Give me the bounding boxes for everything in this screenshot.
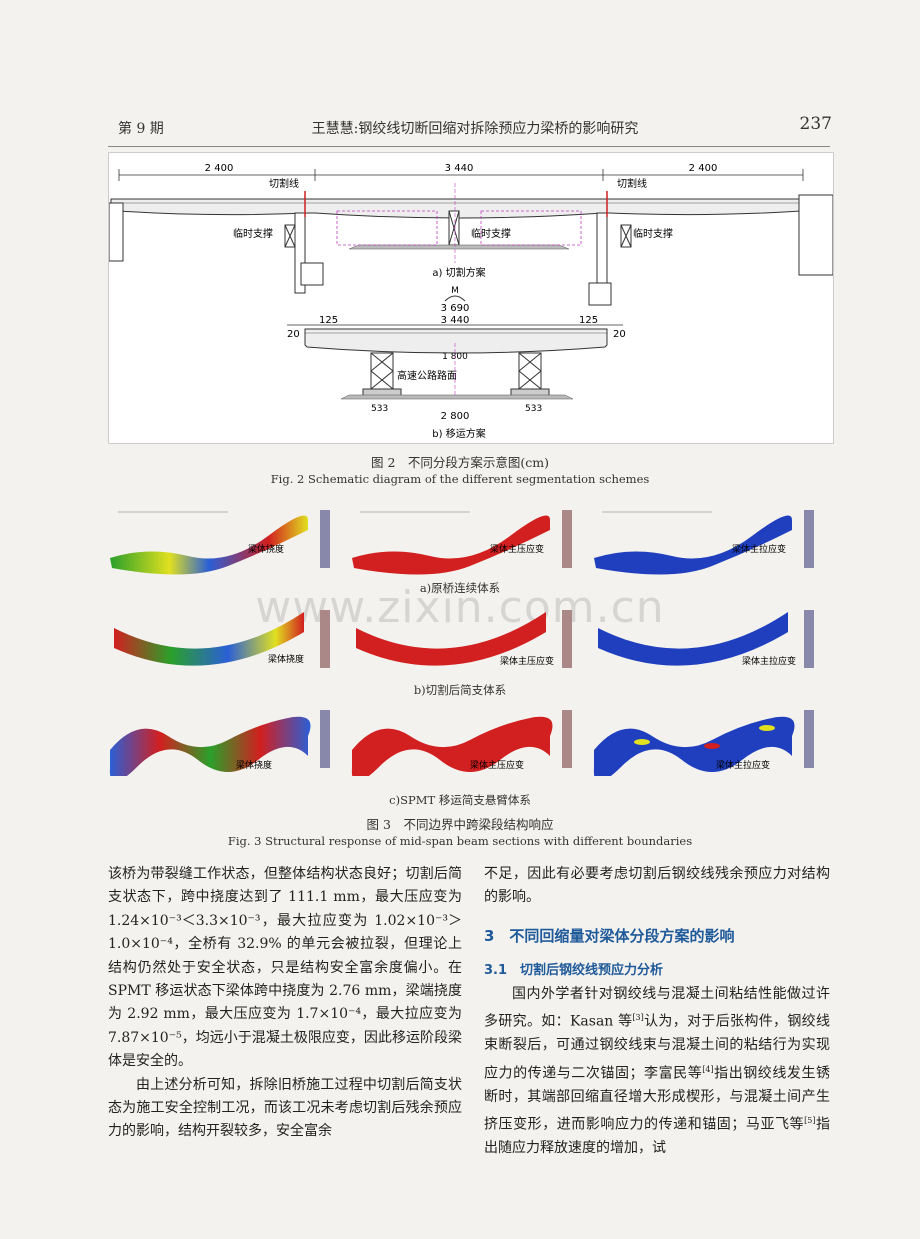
right-column: 不足，因此有必要考虑切割后钢绞线残余预应力对结构的影响。 (484, 863, 830, 910)
ref-5[interactable]: [5] (804, 1116, 816, 1126)
dim-b-125l: 125 (319, 315, 338, 326)
fem-c-tension: 梁体主拉应变 (593, 710, 814, 776)
dim-3690: 3 690 (441, 303, 470, 314)
fig2-caption-en: Fig. 2 Schematic diagram of the differen… (270, 472, 650, 486)
dim-b-125r: 125 (579, 315, 598, 326)
fem-c-deflection: 梁体挠度 (109, 710, 330, 776)
dim-2800: 2 800 (441, 411, 470, 422)
label-deflection-a: 梁体挠度 (248, 543, 284, 555)
section-3-1-heading: 3.1 切割后钢绞线预应力分析 (484, 963, 664, 978)
fig3-row-b: 梁体挠度 梁体主压应变 梁体主拉应变 (108, 606, 832, 676)
ref-3[interactable]: [3] (632, 1013, 644, 1023)
sub-caption-b: b) 移运方案 (432, 427, 485, 440)
moment-label: M (451, 286, 459, 296)
running-header: 第 9 期 王慧慧:钢绞线切断回缩对拆除预应力梁桥的影响研究 237 (118, 114, 832, 138)
fig3-row-c: 梁体挠度 梁体主压应变 梁体主拉应变 (108, 706, 832, 776)
figure-2: 2 400 3 440 2 400 切割线 切割线 临时支撑 临时支撑 临时支撑 (108, 152, 834, 444)
fem-a-tension: 梁体主拉应变 (594, 510, 814, 575)
label-compression-c: 梁体主压应变 (470, 759, 524, 771)
fig3-caption-en: Fig. 3 Structural response of mid-span b… (227, 834, 693, 848)
label-tension-a: 梁体主拉应变 (732, 543, 786, 555)
fig3-caption-cn: 图 3 不同边界中跨梁段结构响应 (366, 817, 554, 832)
dim-mid: 3 440 (445, 163, 474, 174)
issue-number: 第 9 期 (118, 121, 164, 137)
label-tension-c: 梁体主拉应变 (716, 759, 770, 771)
right-para-1: 不足，因此有必要考虑切割后钢绞线残余预应力对结构的影响。 (484, 866, 830, 906)
fig3-sub-a: a)原桥连续体系 (419, 581, 501, 595)
left-column: 该桥为带裂缝工作状态，但整体结构状态良好；切割后简支状态下，跨中挠度达到了 11… (108, 863, 462, 1144)
label-compression-b: 梁体主压应变 (500, 655, 554, 667)
ref-4[interactable]: [4] (702, 1064, 714, 1074)
right-para-2-d: 指出随应力释放速度的增加，试 (484, 1117, 831, 1157)
label-deflection-b: 梁体挠度 (268, 653, 304, 665)
cut-label-left: 切割线 (269, 177, 299, 190)
section-3-heading: 3 不同回缩量对梁体分段方案的影响 (484, 927, 735, 945)
right-para-2-b: 认为，对于后张构件，钢绞线束断裂后，可通过钢绞线束与混凝土间的粘结行为实现应力的… (484, 1014, 831, 1082)
header-rule (108, 146, 830, 147)
label-compression-a: 梁体主压应变 (490, 543, 544, 555)
dim-b-3440: 3 440 (441, 315, 470, 326)
segmentation-diagram: 2 400 3 440 2 400 切割线 切割线 临时支撑 临时支撑 临时支撑 (109, 163, 833, 440)
road-label: 高速公路路面 (397, 369, 457, 382)
dim-b-20l: 20 (287, 329, 300, 340)
dim-right: 2 400 (689, 163, 718, 174)
right-para-2: 国内外学者针对钢绞线与混凝土间粘结性能做过许多研究。如：Kasan 等[3]认为… (484, 983, 830, 1161)
left-para-1: 该桥为带裂缝工作状态，但整体结构状态良好；切割后简支状态下，跨中挠度达到了 11… (108, 866, 462, 1070)
support-label-right: 临时支撑 (633, 227, 673, 240)
fem-a-compression: 梁体主压应变 (352, 510, 572, 575)
label-tension-b: 梁体主拉应变 (742, 655, 796, 667)
fig2-caption-cn: 图 2 不同分段方案示意图(cm) (370, 455, 550, 470)
support-label-left: 临时支撑 (233, 227, 273, 240)
label-deflection-c: 梁体挠度 (236, 759, 272, 771)
fem-a-deflection: 梁体挠度 (110, 510, 330, 575)
dim-left: 2 400 (205, 163, 234, 174)
fig3-sub-b: b)切割后简支体系 (413, 683, 507, 697)
dim-b-20r: 20 (613, 329, 626, 340)
dim-533-right: 533 (525, 404, 542, 414)
right-column-body: 国内外学者针对钢绞线与混凝土间粘结性能做过许多研究。如：Kasan 等[3]认为… (484, 983, 830, 1161)
fem-b-compression: 梁体主压应变 (356, 610, 572, 668)
dim-533-left: 533 (371, 404, 388, 414)
fig3-row-a: 梁体挠度 梁体主压应变 梁体主拉应变 (108, 506, 832, 576)
fem-b-deflection: 梁体挠度 (114, 610, 330, 668)
running-title: 王慧慧:钢绞线切断回缩对拆除预应力梁桥的影响研究 (311, 121, 639, 137)
cut-label-right: 切割线 (617, 177, 647, 190)
sub-caption-a: a) 切割方案 (432, 266, 485, 279)
fem-c-compression: 梁体主压应变 (351, 710, 572, 776)
left-para-2: 由上述分析可知，拆除旧桥施工过程中切割后简支状态为施工安全控制工况，而该工况未考… (108, 1076, 462, 1140)
fig3-sub-c: c)SPMT 移运简支悬臂体系 (389, 793, 531, 807)
right-para-2-a: 国内外学者针对钢绞线与混凝土间粘结性能做过许多研究。如：Kasan 等 (484, 986, 830, 1031)
right-para-2-c: 指出钢绞线发生锈断时，其端部回缩直径增大形成楔形，与混凝土间产生挤压变形，进而影… (484, 1065, 831, 1133)
fem-b-tension: 梁体主拉应变 (598, 610, 814, 668)
support-label-mid: 临时支撑 (471, 227, 511, 240)
page-number: 237 (799, 114, 832, 134)
